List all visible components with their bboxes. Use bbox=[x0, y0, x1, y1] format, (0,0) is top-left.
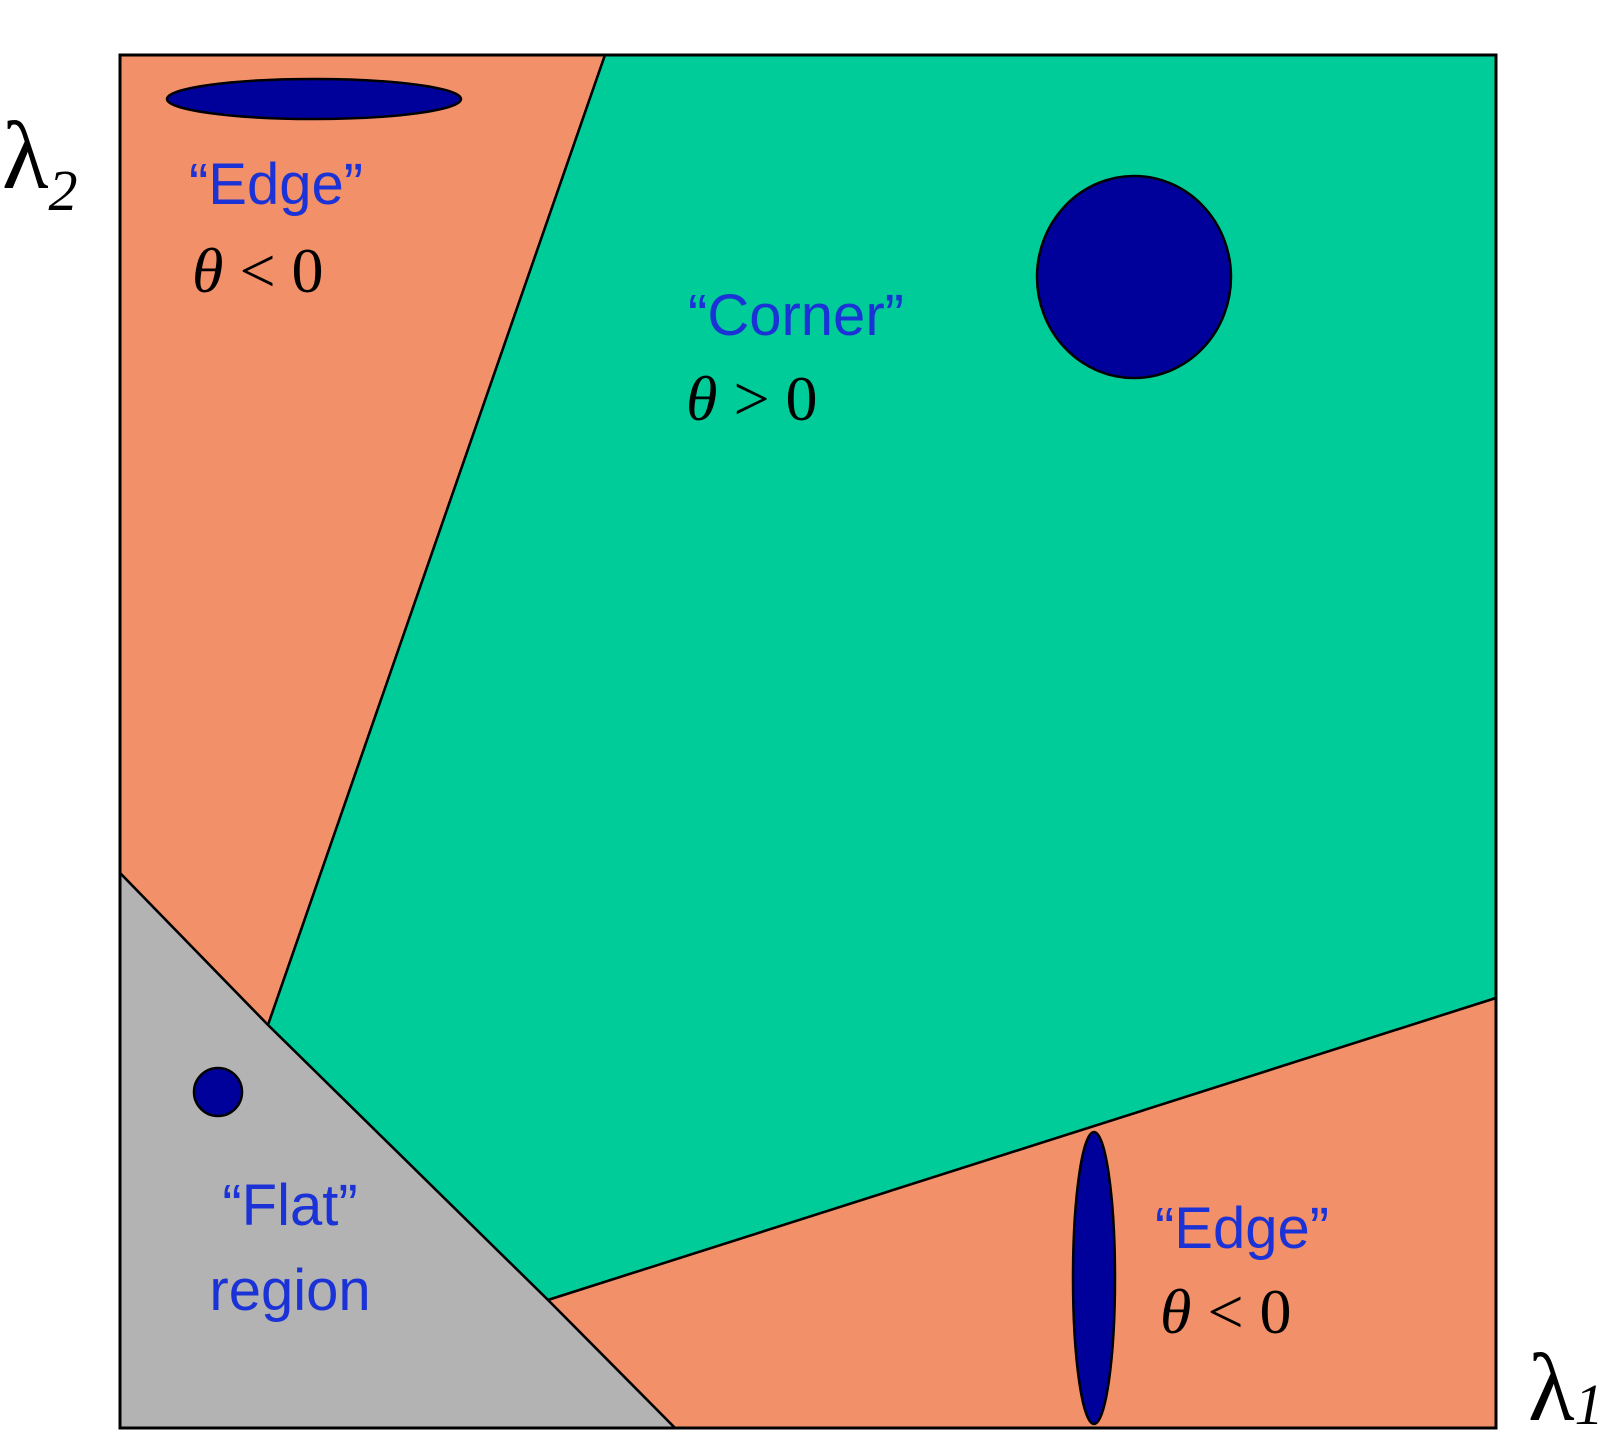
edge-bottom-condition: θ < 0 bbox=[1160, 1276, 1292, 1347]
edge-bottom-label: “Edge” bbox=[1155, 1196, 1329, 1261]
corner-condition: θ > 0 bbox=[686, 363, 818, 434]
x-axis-label: λ1 bbox=[1528, 1334, 1604, 1438]
flat-small-circle bbox=[192, 1066, 244, 1118]
corner-circle bbox=[1035, 174, 1233, 380]
diagram-frame bbox=[118, 53, 1498, 1430]
edge-top-condition: θ < 0 bbox=[192, 235, 324, 306]
edge-top-label: “Edge” bbox=[189, 152, 363, 217]
vertical-edge-ellipse bbox=[1071, 1130, 1117, 1426]
horizontal-edge-ellipse bbox=[165, 77, 463, 121]
y-axis-label: λ2 bbox=[2, 102, 78, 223]
flat-label-line1: “Flat” bbox=[222, 1173, 357, 1238]
flat-label-line2: region bbox=[209, 1258, 370, 1323]
corner-label: “Corner” bbox=[688, 283, 904, 348]
